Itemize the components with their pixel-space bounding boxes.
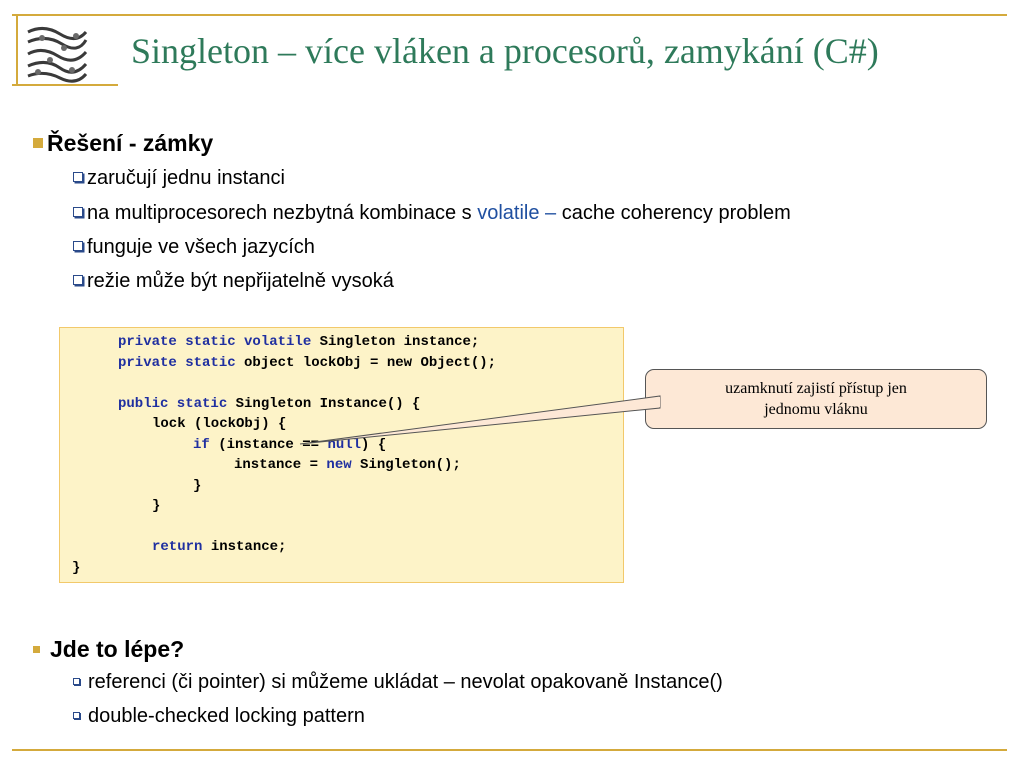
slide-title: Singleton – více vláken a procesorů, zam… [131, 31, 879, 71]
section1-heading-item: Řešení - zámky [33, 130, 213, 157]
code-line: } [152, 498, 160, 514]
volatile-keyword: volatile – [477, 202, 557, 224]
code-line: if (instance == null) { [193, 437, 386, 453]
hollow-square-bullet-icon [73, 678, 80, 685]
hollow-square-bullet-icon [73, 207, 83, 217]
hollow-square-bullet-icon [73, 241, 83, 251]
list-item-text: na multiprocesorech nezbytná kombinace s [87, 202, 478, 224]
code-token: } [193, 477, 202, 494]
square-bullet-icon [33, 138, 43, 148]
callout-line-2: jednomu vláknu [764, 401, 868, 418]
code-keyword: public static [118, 395, 236, 412]
list-item: funguje ve všech jazycích [73, 236, 315, 259]
callout-line-1: uzamknutí zajistí přístup jen [725, 380, 907, 397]
code-keyword: null [327, 436, 362, 453]
code-token: instance; [202, 539, 287, 555]
list-item: režie může být nepřijatelně vysoká [73, 270, 394, 293]
code-line: return instance; [152, 539, 286, 555]
title-underline [12, 84, 118, 86]
square-bullet-icon [33, 646, 40, 653]
section2-heading: Jde to lépe? [50, 636, 185, 662]
code-token: Singleton Instance() { [235, 395, 421, 412]
code-line: } [193, 478, 201, 494]
code-line: } [72, 560, 80, 576]
top-rule [12, 14, 1007, 16]
code-line: lock (lockObj) { [152, 416, 286, 432]
list-item-text: funguje ve všech jazycích [87, 236, 315, 258]
code-keyword: if [193, 436, 210, 453]
spiral-birds-logo-icon [24, 22, 90, 84]
code-line: private static volatile Singleton instan… [118, 334, 479, 350]
list-item: referenci (či pointer) si můžeme ukládat… [73, 671, 723, 694]
hollow-square-bullet-icon [73, 172, 83, 182]
hollow-square-bullet-icon [73, 712, 80, 719]
code-token: ) { [361, 436, 387, 453]
code-line: instance = new Singleton(); [234, 457, 461, 473]
code-token: } [152, 498, 161, 514]
code-token: instance = [234, 457, 327, 473]
section2-heading-item: Jde to lépe? [33, 636, 184, 663]
list-item-text-suffix: cache coherency problem [556, 202, 791, 224]
list-item-text: režie může být nepřijatelně vysoká [87, 270, 394, 292]
list-item: double-checked locking pattern [73, 705, 365, 728]
list-item-text: zaručují jednu instanci [87, 167, 285, 189]
code-block: private static volatile Singleton instan… [59, 327, 624, 583]
code-token: Singleton instance; [319, 334, 480, 350]
section1-heading: Řešení - zámky [47, 130, 214, 156]
list-item-text: referenci (či pointer) si můžeme ukládat… [88, 671, 723, 693]
code-token: } [72, 559, 81, 576]
bottom-rule [12, 749, 1007, 751]
code-token: lock (lockObj) { [152, 416, 287, 432]
code-line: private static object lockObj = new Obje… [118, 355, 496, 371]
left-rule [16, 14, 18, 86]
code-keyword: return [152, 539, 203, 555]
code-keyword: private static volatile [118, 334, 320, 350]
callout-note: uzamknutí zajistí přístup jen jednomu vl… [645, 369, 987, 429]
code-token: object lockObj = new Object(); [244, 354, 497, 371]
list-item: na multiprocesorech nezbytná kombinace s… [73, 202, 791, 225]
list-item: zaručují jednu instanci [73, 167, 285, 190]
list-item-text: double-checked locking pattern [88, 705, 365, 727]
code-line: public static Singleton Instance() { [118, 396, 420, 412]
code-keyword: private static [118, 354, 245, 371]
hollow-square-bullet-icon [73, 275, 83, 285]
code-token: (instance == [209, 436, 328, 453]
code-token: Singleton(); [351, 457, 461, 473]
code-keyword: new [326, 457, 352, 473]
